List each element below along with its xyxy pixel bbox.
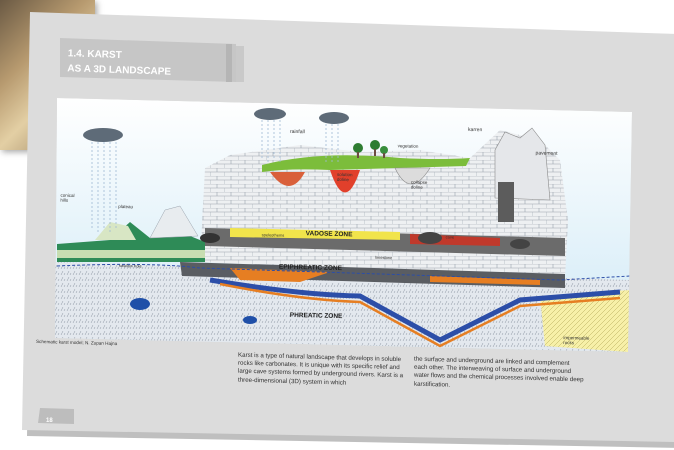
page-number-tab	[38, 408, 74, 424]
zone-phreatic: PHREATIC ZONE	[290, 312, 343, 320]
label-speleothems: speleothems	[262, 232, 285, 238]
zone-epiphreatic: EPIPHREATIC ZONE	[279, 264, 343, 272]
heading-line2: AS A 3D LANDSCAPE	[67, 63, 171, 77]
label-limestone: limestone	[375, 255, 393, 260]
label-solution-doline: solutiondoline	[337, 172, 353, 182]
label-pavement: pavement	[535, 150, 558, 157]
body-text-col2: the surface and underground are linked a…	[414, 355, 584, 389]
body-text-col1: Karst is a type of natural landscape tha…	[238, 351, 404, 387]
label-impermeable-rocks: impermeablerocks	[563, 335, 590, 346]
rain-cloud-left	[83, 128, 123, 232]
rain-cloud-mid	[254, 108, 349, 164]
label-cave: cave	[446, 234, 455, 239]
label-conical-hills: conicalhills	[60, 193, 74, 203]
label-swallow-hole: swallow hole	[119, 263, 143, 269]
label-karren: karren	[468, 127, 483, 133]
diagram-labels: rainfall vegetation karren pavement coni…	[60, 127, 590, 346]
zone-vadose: VADOSE ZONE	[306, 230, 354, 238]
label-vegetation: vegetation	[398, 143, 419, 148]
karst-diagram	[55, 98, 632, 352]
heading-line1: 1.4. KARST	[68, 48, 122, 61]
label-collapse-doline: collapsedoline	[411, 180, 428, 190]
label-plateau: plateau	[118, 204, 133, 209]
label-rainfall: rainfall	[290, 129, 305, 135]
trees-icon	[353, 140, 388, 158]
heading-box	[60, 38, 236, 82]
page-number: 18	[46, 418, 53, 424]
